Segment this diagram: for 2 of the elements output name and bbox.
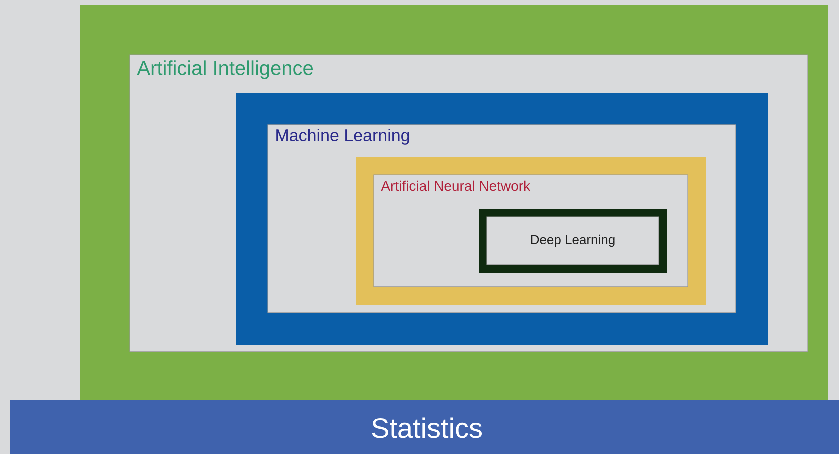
base-bar: Statistics — [10, 400, 839, 454]
nested-box: Deep Learning — [479, 208, 667, 273]
